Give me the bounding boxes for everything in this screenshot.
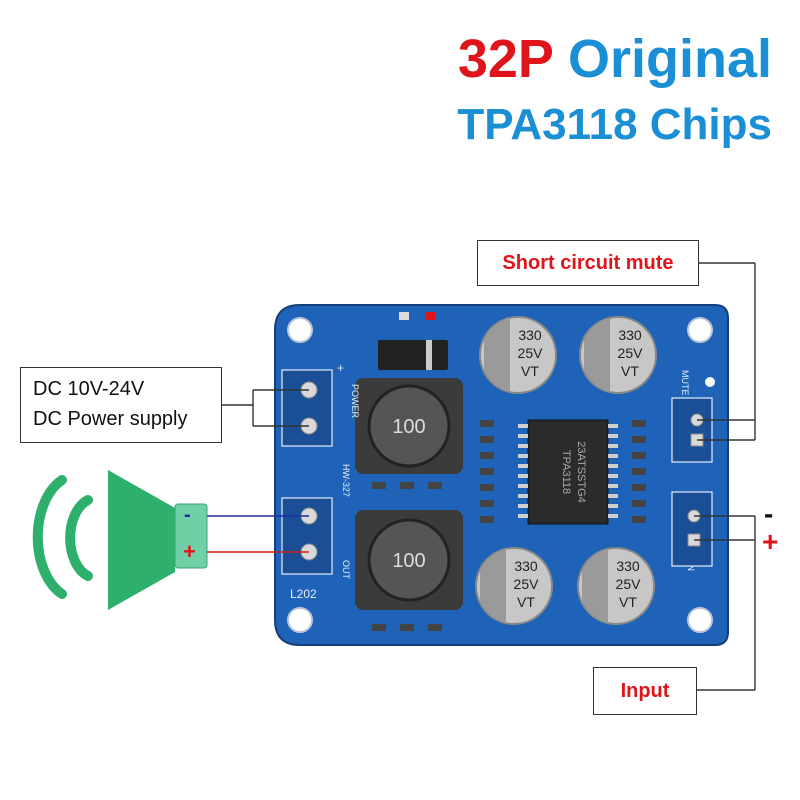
inductor-value: 100: [392, 550, 425, 572]
title-part-original: Original: [552, 29, 772, 89]
silk-model: HW-327: [341, 464, 351, 497]
mute-connector-line: [697, 262, 756, 441]
smd-part: [399, 312, 409, 320]
silk-out: OUT: [341, 560, 351, 580]
title-part-32p: 32P: [457, 29, 553, 89]
cap-text: 330: [518, 327, 542, 343]
product-title: 32P Original: [458, 28, 772, 90]
sound-waves-icon: [32, 475, 93, 599]
chip-marking: TPA3118: [560, 450, 572, 494]
speaker-plus-sign: +: [183, 539, 196, 564]
inductor-bottom: 100: [355, 510, 463, 610]
capacitor-c8: 330 25V VT: [579, 316, 657, 394]
cap-text: 25V: [616, 576, 642, 592]
smd-components: [372, 420, 646, 631]
cap-text: VT: [521, 363, 539, 379]
input-label: Input: [593, 667, 697, 715]
dc-voltage-text: DC 10V-24V: [33, 378, 145, 400]
mount-hole: [287, 317, 313, 343]
cap-text: VT: [621, 363, 639, 379]
cap-text: 330: [514, 558, 538, 574]
cap-text: 25V: [618, 345, 644, 361]
input-connector-line: [694, 515, 756, 691]
cap-text: 330: [618, 327, 642, 343]
capacitor-c15: 330 25V VT: [475, 547, 553, 625]
mount-hole: [287, 607, 313, 633]
mount-hole: [687, 607, 713, 633]
dc-power-supply-label: DC 10V-24V DC Power supply: [20, 367, 222, 443]
diode-d3: [378, 340, 448, 370]
product-subtitle: TPA3118 Chips: [457, 100, 772, 149]
dc-supply-text: DC Power supply: [33, 408, 188, 430]
input-plus-sign: +: [762, 526, 779, 557]
speaker-minus-sign: -: [184, 504, 191, 526]
input-header: [671, 491, 713, 567]
mute-header: [671, 377, 715, 463]
inductor-top: 100: [355, 378, 463, 474]
tpa3118-chip: TPA3118 23ATSSTG4: [518, 419, 618, 525]
dc-connector-line: [222, 389, 309, 427]
cap-text: 25V: [518, 345, 544, 361]
cap-text: VT: [517, 594, 535, 610]
speaker-icon: [108, 470, 208, 610]
speaker-output-terminal: [281, 497, 333, 575]
short-circuit-mute-label: Short circuit mute: [477, 240, 699, 286]
silk-power: POWER: [350, 384, 360, 419]
led-d4: [425, 312, 435, 320]
cap-text: VT: [619, 594, 637, 610]
silk-l202: L202: [290, 587, 317, 601]
capacitor-c36: 330 25V VT: [479, 316, 557, 394]
cap-text: 330: [616, 558, 640, 574]
silk-plus: +: [337, 361, 344, 375]
capacitor-c37: 330 25V VT: [577, 547, 655, 625]
input-minus-sign: -: [764, 498, 774, 529]
mount-hole: [687, 317, 713, 343]
cap-text: 25V: [514, 576, 540, 592]
inductor-value: 100: [392, 416, 425, 438]
silk-mute: MUTE: [680, 370, 690, 396]
chip-marking: 23ATSSTG4: [575, 441, 587, 503]
power-terminal: [281, 369, 333, 447]
